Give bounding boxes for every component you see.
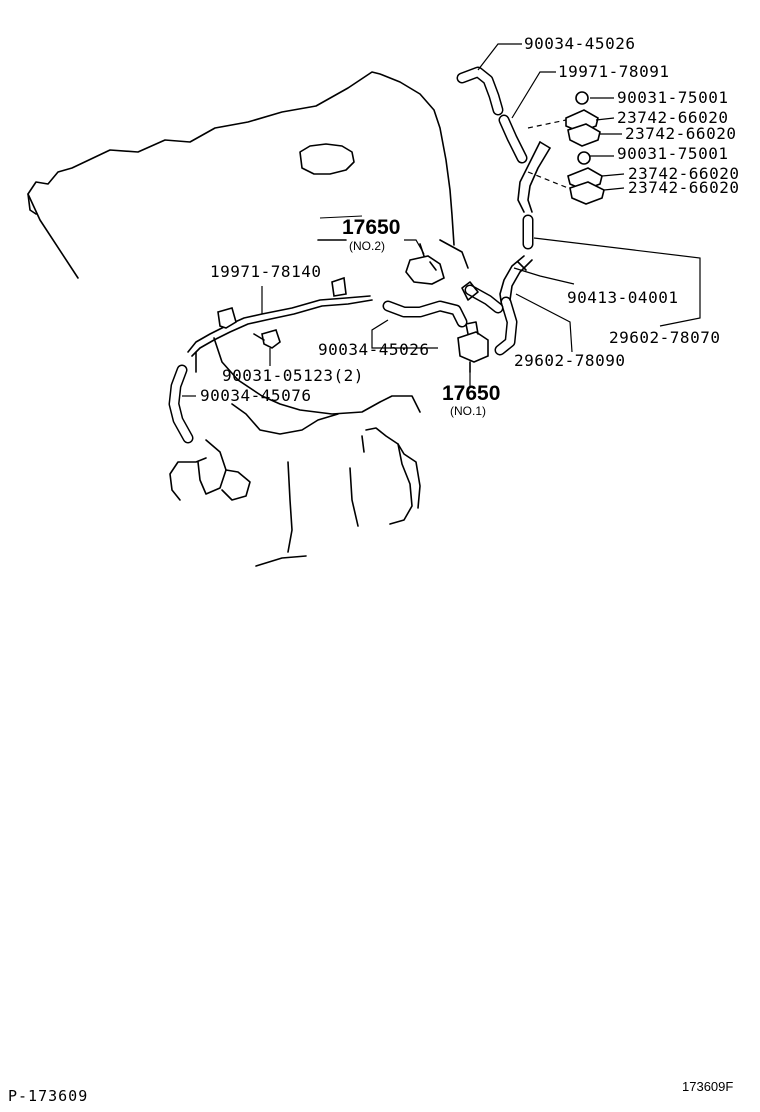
part-label-90031-75001-b: 90031-75001	[617, 144, 729, 163]
pipe-19971-78140	[187, 276, 373, 357]
part-label-17650-no2: 17650	[342, 216, 401, 239]
figure-id: 173609F	[682, 1079, 734, 1094]
page-id: P-173609	[8, 1087, 89, 1105]
vsv-no1	[457, 321, 489, 386]
hose-upper	[456, 66, 504, 116]
bolt	[253, 329, 281, 349]
part-sublabel-no2: (NO.2)	[349, 239, 385, 253]
part-label-19971-78140: 19971-78140	[210, 262, 322, 281]
part-label-29602-78090: 29602-78090	[514, 351, 626, 370]
clamp-group-upper	[527, 91, 601, 147]
part-label-23742-66020-a: 23742-66020	[617, 108, 729, 127]
vsv-no2	[404, 239, 445, 285]
part-label-29602-78070: 29602-78070	[609, 328, 721, 347]
part-label-23742-66020-c: 23742-66020	[628, 164, 740, 183]
part-label-90031-75001-a: 90031-75001	[617, 88, 729, 107]
leader-lines	[182, 43, 701, 397]
part-label-90034-45026-top: 90034-45026	[524, 34, 636, 53]
part-label-23742-66020-d: 23742-66020	[628, 178, 740, 197]
clamp-group-lower	[527, 151, 605, 205]
part-sublabel-no1: (NO.1)	[450, 404, 486, 418]
part-label-90031-05123: 90031-05123(2)	[222, 366, 364, 385]
part-label-90034-45026-mid: 90034-45026	[318, 340, 430, 359]
hose-middle	[382, 300, 468, 328]
hose-right	[494, 214, 534, 356]
engine-block-outline	[27, 71, 469, 567]
part-label-19971-78091: 19971-78091	[558, 62, 670, 81]
part-label-90034-45076: 90034-45076	[200, 386, 312, 405]
hose-lower-left	[168, 364, 194, 444]
part-label-23742-66020-b: 23742-66020	[625, 124, 737, 143]
pipe-assembly-right	[461, 255, 533, 314]
pipe-19971-78091	[498, 114, 551, 213]
part-label-90413-04001: 90413-04001	[567, 288, 679, 307]
part-label-17650-no1: 17650	[442, 382, 501, 405]
